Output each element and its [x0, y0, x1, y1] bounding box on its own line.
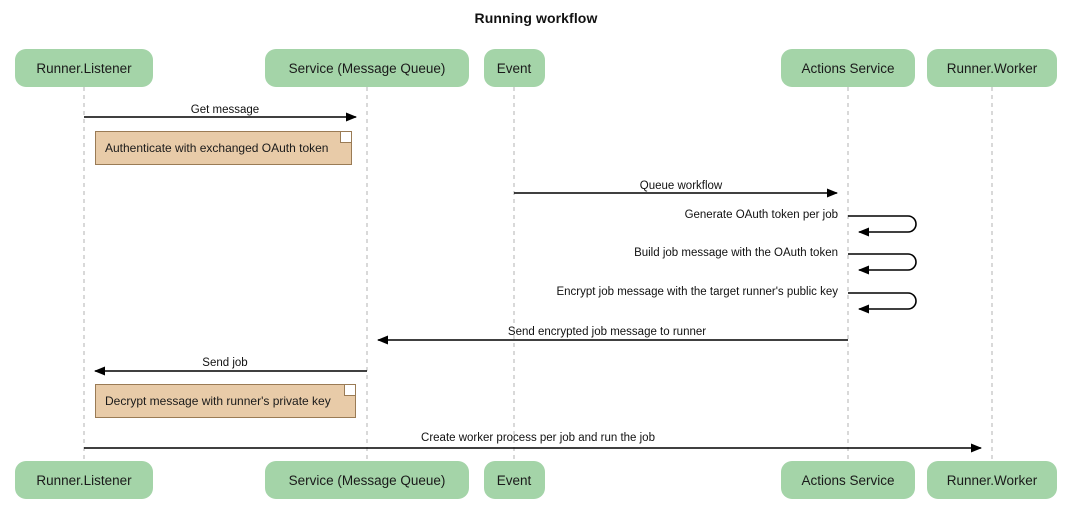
message-label-send-job: Send job: [202, 357, 248, 369]
participant-label: Runner.Listener: [36, 60, 132, 76]
message-path-build-job-message-with-the-oauth-token: [848, 253, 917, 275]
note-decrypt-message-with-runners-private-key: Decrypt message with runner's private ke…: [95, 384, 356, 418]
message-label-build-job-message-with-the-oauth-token: Build job message with the OAuth token: [634, 247, 838, 259]
participant-runner-worker-top[interactable]: Runner.Worker: [927, 49, 1057, 87]
participant-runner-listener-top[interactable]: Runner.Listener: [15, 49, 153, 87]
participant-label: Runner.Listener: [36, 472, 132, 488]
participant-label: Actions Service: [801, 60, 895, 76]
participant-label: Event: [496, 472, 532, 488]
message-label-create-worker-process-per-job-and-run-the-job: Create worker process per job and run th…: [421, 432, 655, 444]
participant-service-message-queue-bottom[interactable]: Service (Message Queue): [265, 461, 469, 499]
participant-event-bottom[interactable]: Event: [483, 461, 545, 499]
participant-runner-listener-bottom[interactable]: Runner.Listener: [15, 461, 153, 499]
participant-actions-service-bottom[interactable]: Actions Service: [781, 461, 915, 499]
messages-group: [84, 112, 982, 453]
note-fold-corner-icon: [340, 132, 351, 143]
participant-label: Service (Message Queue): [288, 472, 446, 488]
participant-service-message-queue-top[interactable]: Service (Message Queue): [265, 49, 469, 87]
message-label-send-encrypted-job-message-to-runner: Send encrypted job message to runner: [507, 326, 707, 338]
participant-actions-service-top[interactable]: Actions Service: [781, 49, 915, 87]
message-label-queue-workflow: Queue workflow: [639, 180, 723, 192]
message-path-encrypt-job-message-with-the-target-runners-public-key: [848, 292, 917, 314]
note-label: Authenticate with exchanged OAuth token: [105, 141, 329, 155]
participant-label: Actions Service: [801, 472, 895, 488]
participant-label: Service (Message Queue): [288, 60, 446, 76]
message-path-generate-oauth-token-per-job: [848, 215, 917, 237]
participant-label: Runner.Worker: [946, 60, 1038, 76]
lifelines-group: [83, 87, 993, 461]
participant-runner-worker-bottom[interactable]: Runner.Worker: [927, 461, 1057, 499]
message-label-generate-oauth-token-per-job: Generate OAuth token per job: [684, 209, 838, 221]
note-fold-corner-icon: [344, 385, 355, 396]
message-label-get-message: Get message: [190, 104, 260, 116]
note-label: Decrypt message with runner's private ke…: [105, 394, 331, 408]
note-authenticate-with-exchanged-oauth-token: Authenticate with exchanged OAuth token: [95, 131, 352, 165]
participant-event-top[interactable]: Event: [483, 49, 545, 87]
page-title: Running workflow: [474, 10, 598, 26]
message-label-encrypt-job-message-with-the-target-runners-public-key: Encrypt job message with the target runn…: [556, 286, 838, 298]
participant-label: Event: [496, 60, 532, 76]
participant-label: Runner.Worker: [946, 472, 1038, 488]
